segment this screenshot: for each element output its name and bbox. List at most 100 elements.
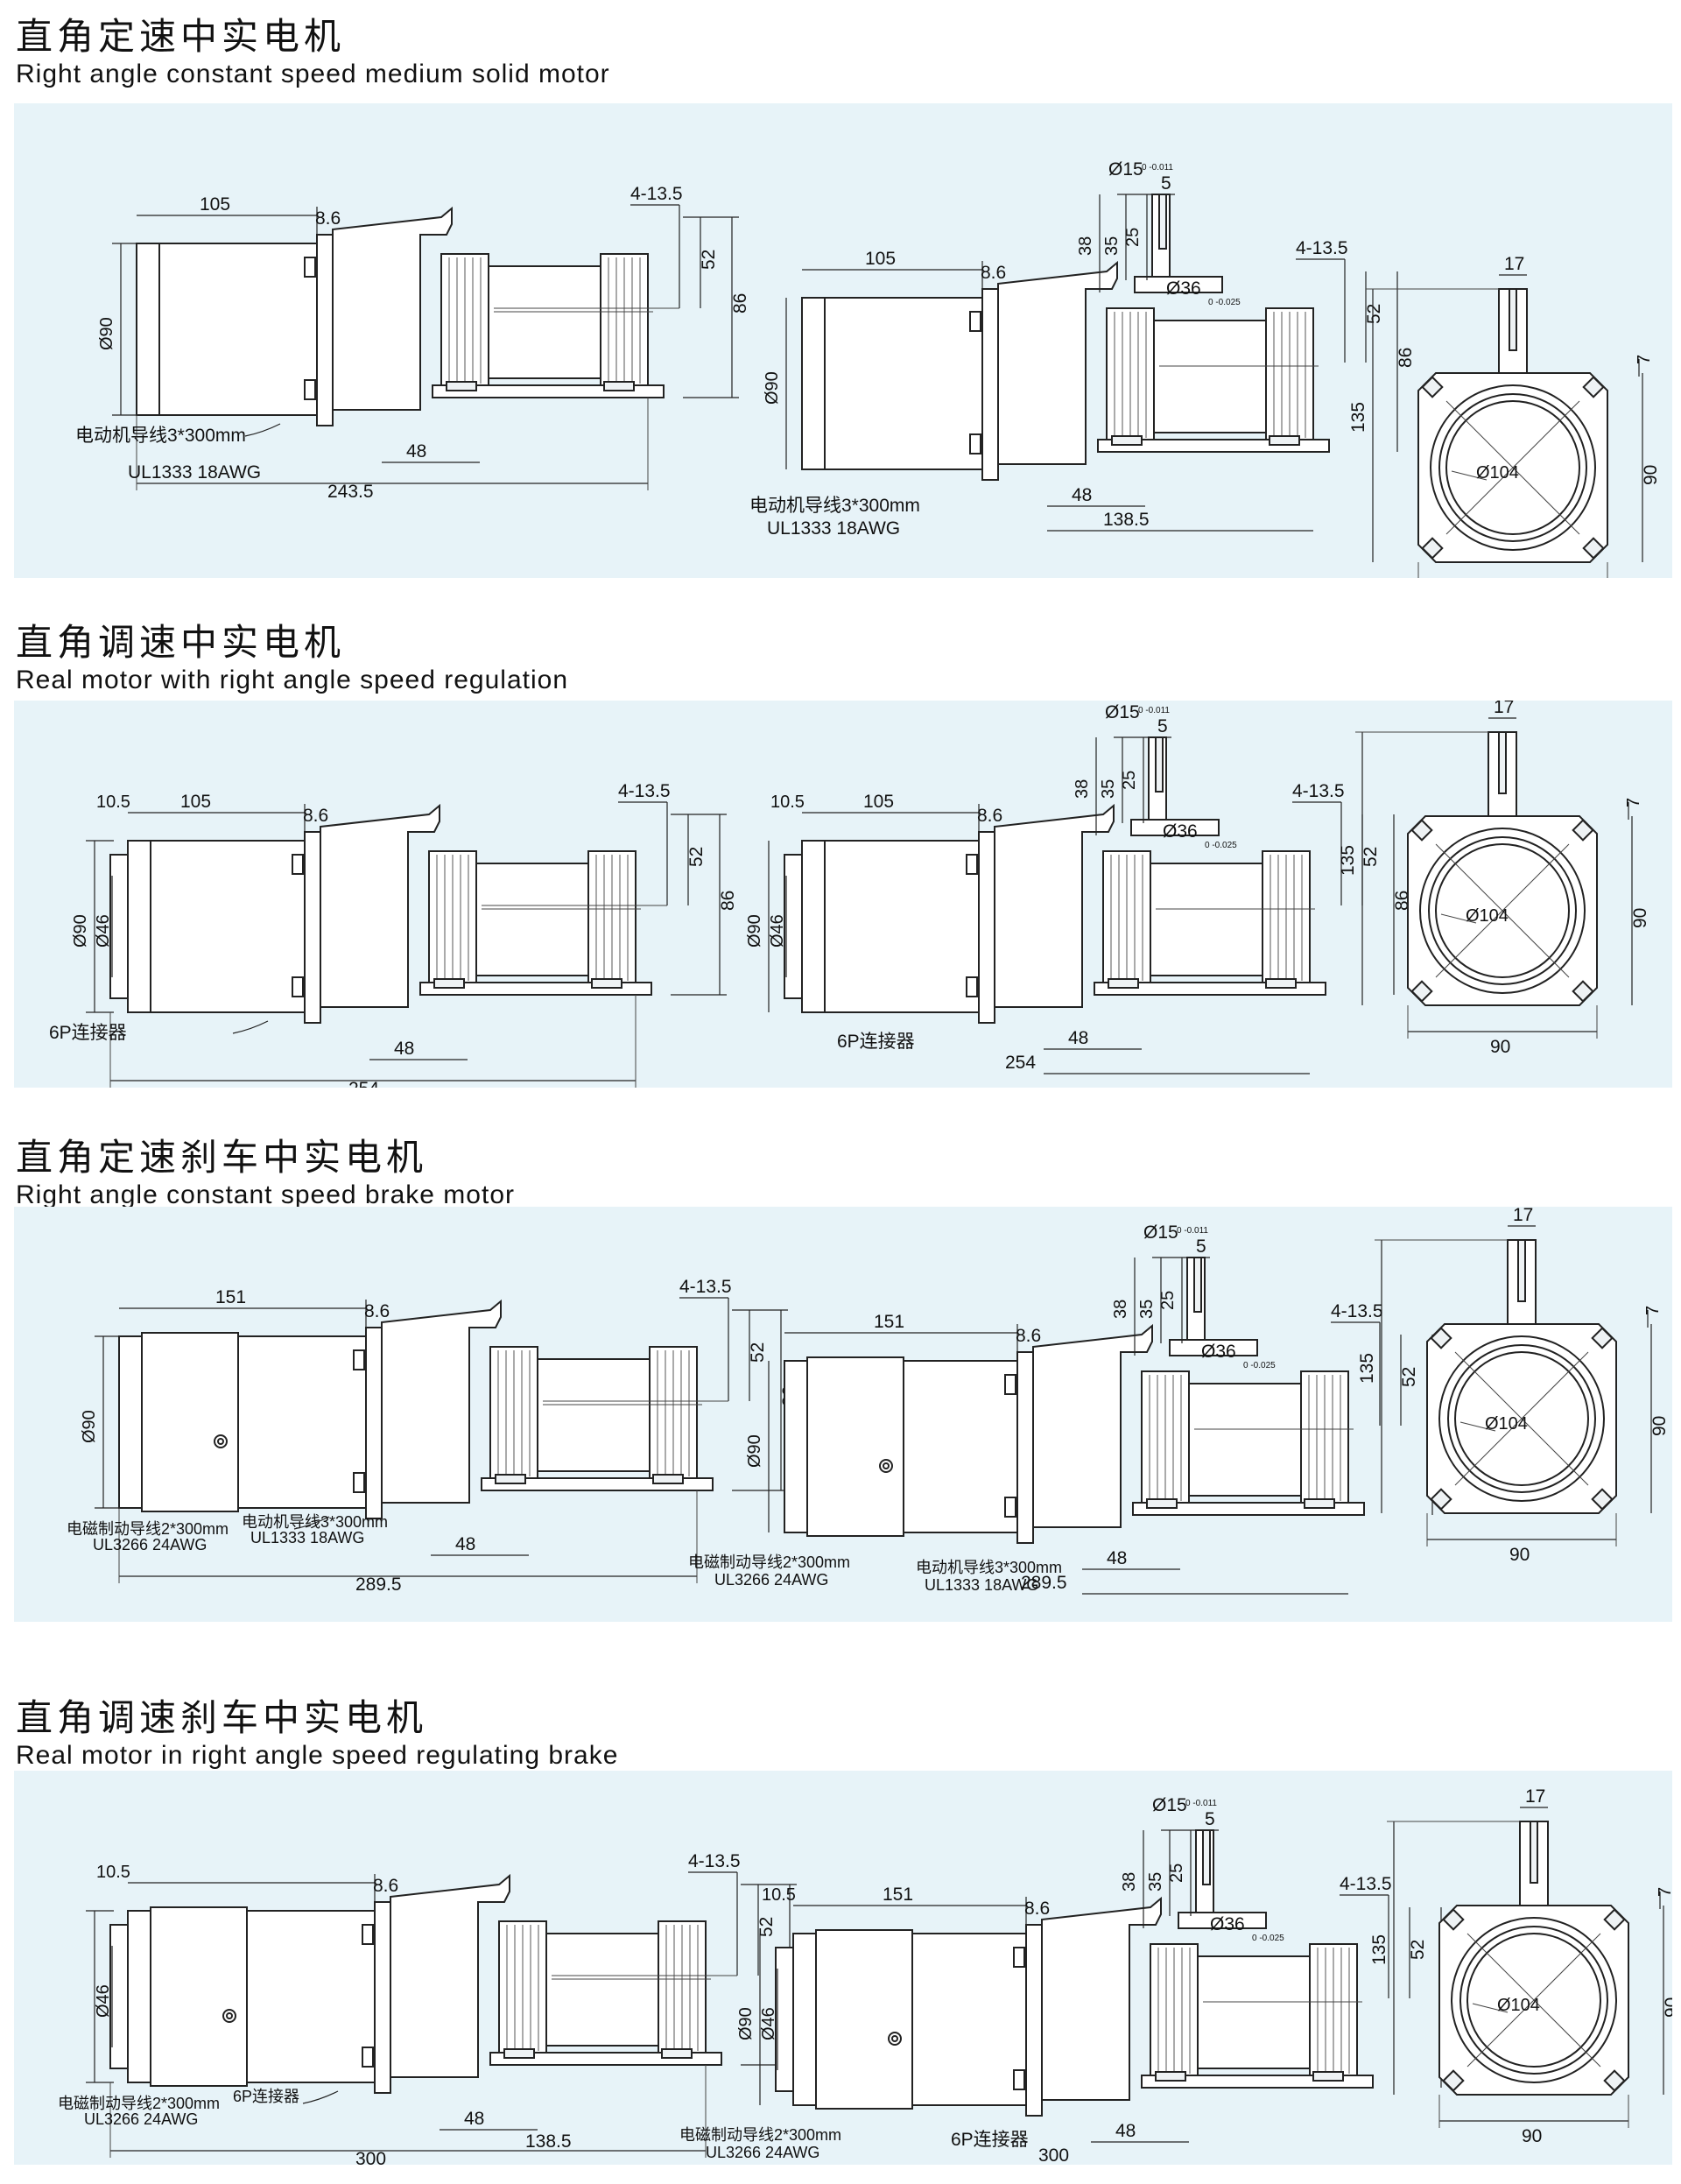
key-label: 5 [1205,1809,1215,1829]
bolt-bottom [304,379,316,400]
foot-right [652,1474,684,1484]
gear-plate [1188,1383,1302,1497]
body-length-label: 151 [874,1312,904,1332]
screw-head-icon [883,1462,890,1469]
shaft-key [1202,1829,1211,1885]
gearbox-housing [994,803,1115,1008]
motor-wire-label: 电动机导线3*300mm [242,1513,388,1531]
boss-dia-label: Ø36 [1210,1914,1245,1934]
gearbox-housing [332,206,453,411]
gearbox-housing [390,1873,510,2078]
holes-label: 4-13.5 [1292,781,1345,801]
key-width-label: 17 [1494,701,1514,717]
dia-label: Ø90 [80,1410,99,1443]
technical-drawing: Ø901058.64-13.5528648243.5电动机导线3*300mmUL… [75,159,1661,578]
flange-gap-label: 8.6 [1016,1326,1041,1346]
holes-label: 4-13.5 [1296,238,1348,258]
front-length-label: 10.5 [770,793,805,812]
w48-label: 48 [1115,2121,1136,2141]
h52-label: 52 [756,1917,777,1937]
shaft-key [1530,1821,1538,1884]
w48-label: 48 [464,2109,484,2129]
brake-housing [150,1906,248,2087]
gearbox-housing [381,1299,502,1504]
gear-plate [488,265,601,379]
gearbox-housing [320,803,440,1008]
technical-drawing: Ø4610.58.64-13.5528648300138.5电磁制动导线2*30… [58,1786,1672,2165]
w138-label: 138.5 [525,2131,572,2152]
flange-gap-label: 8.6 [373,1876,398,1896]
mounting-hole-icon [1582,376,1605,398]
h7-label: 7 [1624,798,1643,807]
total-length-label: 300 [1038,2145,1069,2165]
flange [978,831,995,1024]
front-length-label: 10.5 [762,1885,796,1905]
holes-label: 4-13.5 [630,184,683,204]
bolt-bottom [292,976,304,997]
end-cap [118,1335,143,1509]
body-length-label: 151 [215,1287,246,1307]
foot-left [495,1474,526,1484]
motor-wire-label: 电动机导线3*300mm [749,496,920,516]
mounting-hole-icon [1591,1327,1614,1349]
w48-label: 48 [1107,1548,1127,1568]
mounting-hole-icon [1572,819,1594,842]
shaft-boss [1178,1912,1267,1929]
wire-leader [232,1020,269,1034]
brake-wire-spec: UL3266 24AWG [93,1536,207,1553]
motor-wire-spec: UL1333 18AWG [250,1529,364,1546]
flange [304,831,321,1024]
motor-body [158,243,318,416]
pcd-label: Ø104 [1466,906,1509,926]
flange-gap-label: 8.6 [977,806,1002,826]
flange [374,1901,391,2094]
body-length-label: 105 [180,792,211,812]
h86-label: 86 [1396,348,1416,368]
dimension-line [1435,843,1570,978]
mounting-hole-icon [1591,1488,1614,1511]
w48-label: 48 [394,1039,414,1059]
dia2-label: Ø46 [94,914,113,948]
h90-label: 90 [1662,1997,1672,2018]
w48-label: 48 [406,441,426,461]
section-title-en: Right angle constant speed medium solid … [16,60,610,88]
front-cap [109,854,129,999]
flange [1025,1924,1043,2117]
foot-right [1312,2071,1344,2082]
mounting-hole-icon [1582,537,1605,560]
boss-tol-label: 0 -0.025 [1205,841,1237,850]
section-title-zh: 直角调速中实电机 [16,621,346,664]
mounting-hole-icon [1421,537,1444,560]
side-view: Ø4610.58.64-13.5528648300138.5电磁制动导线2*30… [58,1851,808,2165]
h25-label: 25 [1120,771,1139,790]
bolt-top [1004,1374,1016,1395]
h35-label: 35 [1102,236,1122,256]
gearbox-housing [1041,1896,1162,2101]
h52-label: 52 [699,250,719,270]
bolt-top [362,1924,374,1945]
holes-label: 4-13.5 [688,1851,741,1871]
pcd-label: Ø104 [1497,1996,1540,2015]
shaft-tol-label: 0 -0.011 [1177,1226,1208,1236]
dia-label: Ø90 [763,371,782,405]
h90-label: 90 [1630,908,1650,928]
w48-label: 48 [1072,485,1092,505]
section-title-zh: 直角定速中实电机 [16,15,346,58]
end-cap [784,1360,808,1533]
bolt-top [292,854,304,875]
wire-leader [244,423,281,437]
h7-label: 7 [1656,1887,1672,1897]
total-length-label: 254 [348,1079,379,1088]
shaft-boss [1169,1339,1258,1356]
h135-label: 135 [1348,402,1368,433]
end-cap [792,1933,817,2106]
gear-plate [1153,320,1267,433]
flange-gap-label: 8.6 [1024,1899,1050,1919]
motor-body [824,840,980,1013]
h86-label: 86 [718,891,738,911]
boss-dia-label: Ø36 [1163,821,1198,842]
bolt-bottom [353,1472,365,1493]
